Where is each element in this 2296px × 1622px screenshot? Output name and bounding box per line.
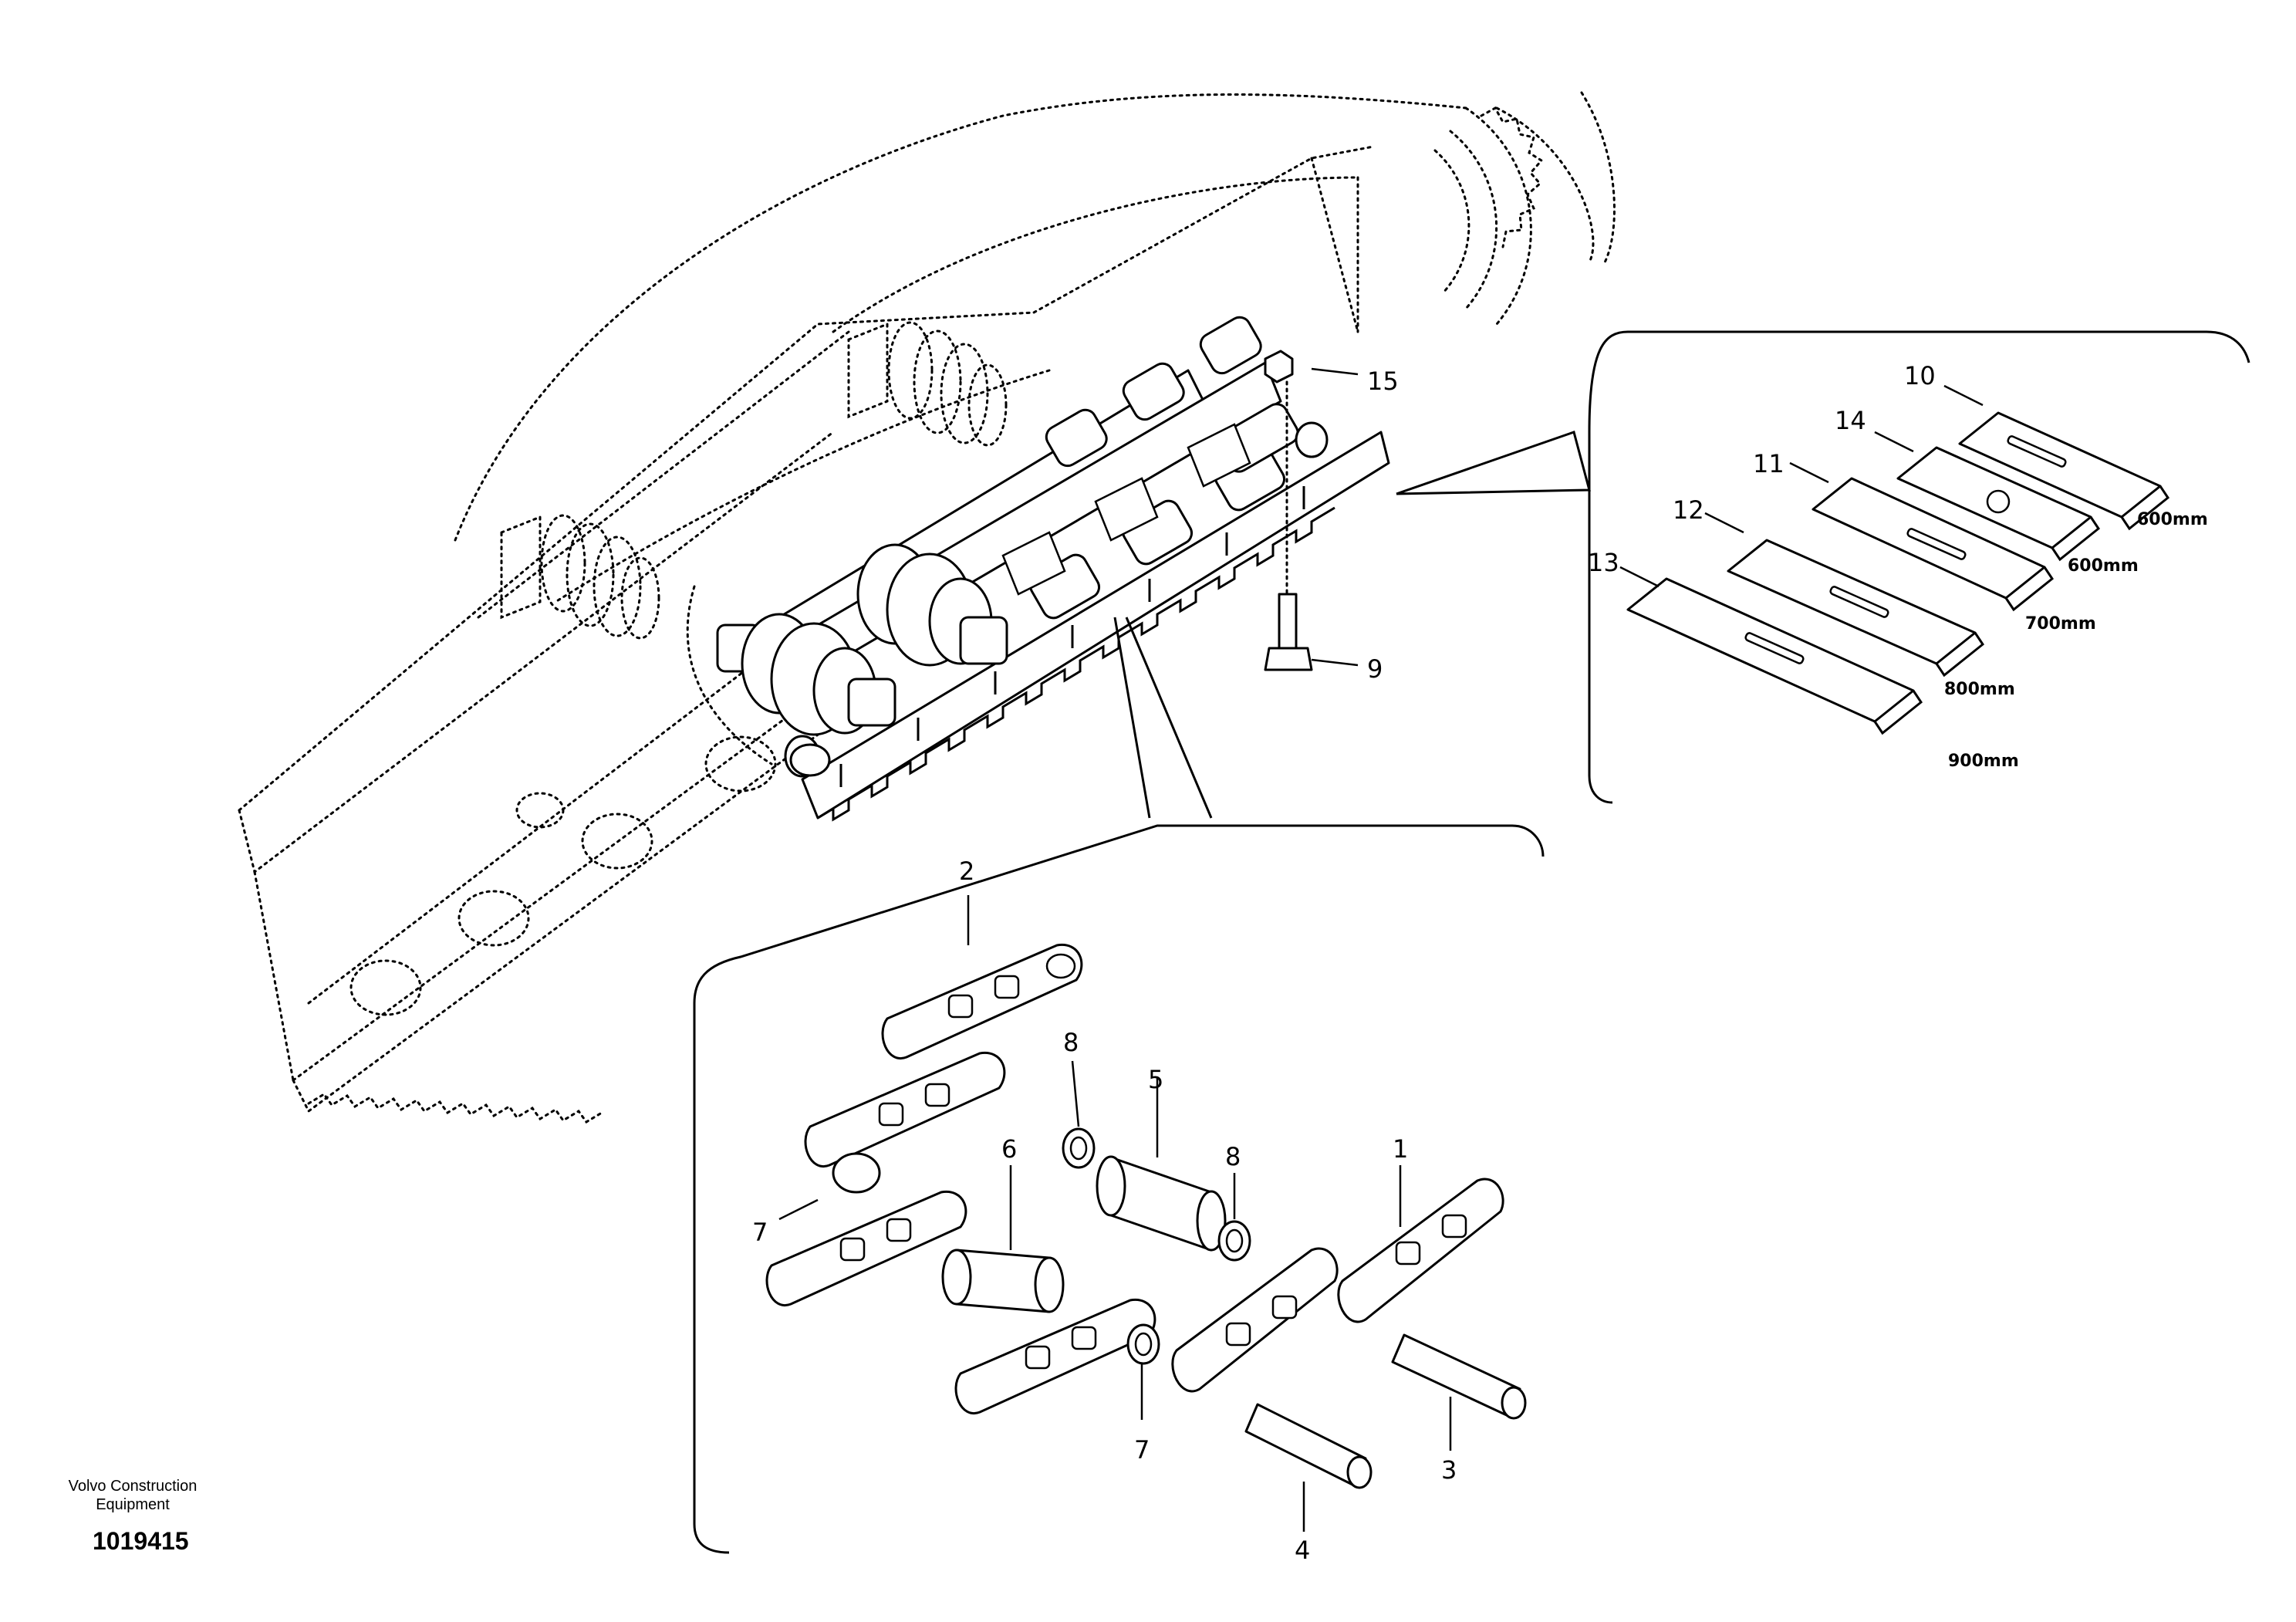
sprocket-outline [1433, 106, 1544, 326]
callout-8-upper: 8 [1063, 1028, 1079, 1057]
leader-lines [778, 367, 1984, 1532]
track-rollers-outline [307, 735, 777, 1124]
drawing-number: 1019415 [93, 1527, 189, 1555]
track-shoe-inset-frame [1396, 330, 2250, 804]
callout-7-left: 7 [752, 1218, 768, 1247]
link-part-middle [1171, 1247, 1339, 1393]
undercarriage-frame-outline [238, 91, 1616, 1113]
company-name-line1: Volvo Construction [69, 1478, 198, 1495]
size-label-shoe-13: 900mm [1948, 752, 2019, 771]
carrier-roller-upper [847, 321, 1008, 447]
link-part-7-upper [804, 1052, 1006, 1194]
callout-11: 11 [1753, 449, 1784, 478]
callout-3: 3 [1441, 1455, 1457, 1485]
callout-9: 9 [1367, 654, 1383, 684]
link-part-6 [941, 1249, 1065, 1313]
track-shoe-strip [801, 431, 1390, 822]
pin-3 [1391, 1333, 1527, 1420]
shoe-600mm-a [1958, 411, 2170, 531]
callout-12: 12 [1673, 495, 1704, 525]
carrier-roller-lower [500, 514, 660, 640]
callout-4: 4 [1295, 1536, 1310, 1565]
callout-2: 2 [959, 857, 974, 886]
bushing-5 [1096, 1155, 1227, 1252]
shoe-600mm-b [1896, 446, 2101, 562]
callout-15: 15 [1367, 367, 1399, 396]
callout-13: 13 [1588, 548, 1619, 577]
size-label-shoe-12: 800mm [1944, 680, 2015, 699]
shoe-size-labels: 600mm 600mm 700mm 800mm 900mm [1944, 510, 2208, 771]
link-part-7-bottom [954, 1299, 1156, 1415]
callout-7-bottom: 7 [1134, 1435, 1150, 1465]
shoe-700mm [1811, 477, 2055, 612]
bolt-9 [1264, 380, 1313, 671]
drawing-footer: Volvo Construction Equipment 1019415 [69, 1478, 198, 1555]
company-name-line2: Equipment [96, 1496, 170, 1513]
track-roller-rear [856, 543, 1008, 667]
size-label-shoe-10: 600mm [2137, 510, 2208, 529]
link-part-1 [1337, 1178, 1504, 1323]
seal-7-bottom [1126, 1323, 1160, 1365]
callout-10: 10 [1904, 361, 1936, 390]
seal-8-upper [1062, 1127, 1096, 1169]
track-link-inset-frame [693, 617, 1545, 1554]
callout-8-lower: 8 [1225, 1142, 1241, 1171]
size-label-shoe-14: 600mm [2068, 556, 2139, 576]
callout-14: 14 [1835, 406, 1866, 435]
link-part-7-lower [765, 1191, 967, 1307]
track-roller-front [716, 613, 896, 777]
link-part-2 [881, 944, 1083, 1060]
nut-15 [1264, 350, 1294, 384]
callout-labels: 15 9 10 14 11 12 13 2 8 5 8 1 6 7 7 4 3 [752, 361, 1936, 1565]
seal-8-lower [1217, 1220, 1251, 1262]
callout-5: 5 [1148, 1065, 1163, 1094]
pin-4 [1244, 1403, 1373, 1489]
shoe-900mm [1626, 577, 1923, 735]
callout-6: 6 [1001, 1134, 1017, 1164]
shoe-800mm [1727, 539, 1985, 678]
size-label-shoe-11: 700mm [2025, 614, 2096, 634]
callout-1: 1 [1393, 1134, 1408, 1164]
